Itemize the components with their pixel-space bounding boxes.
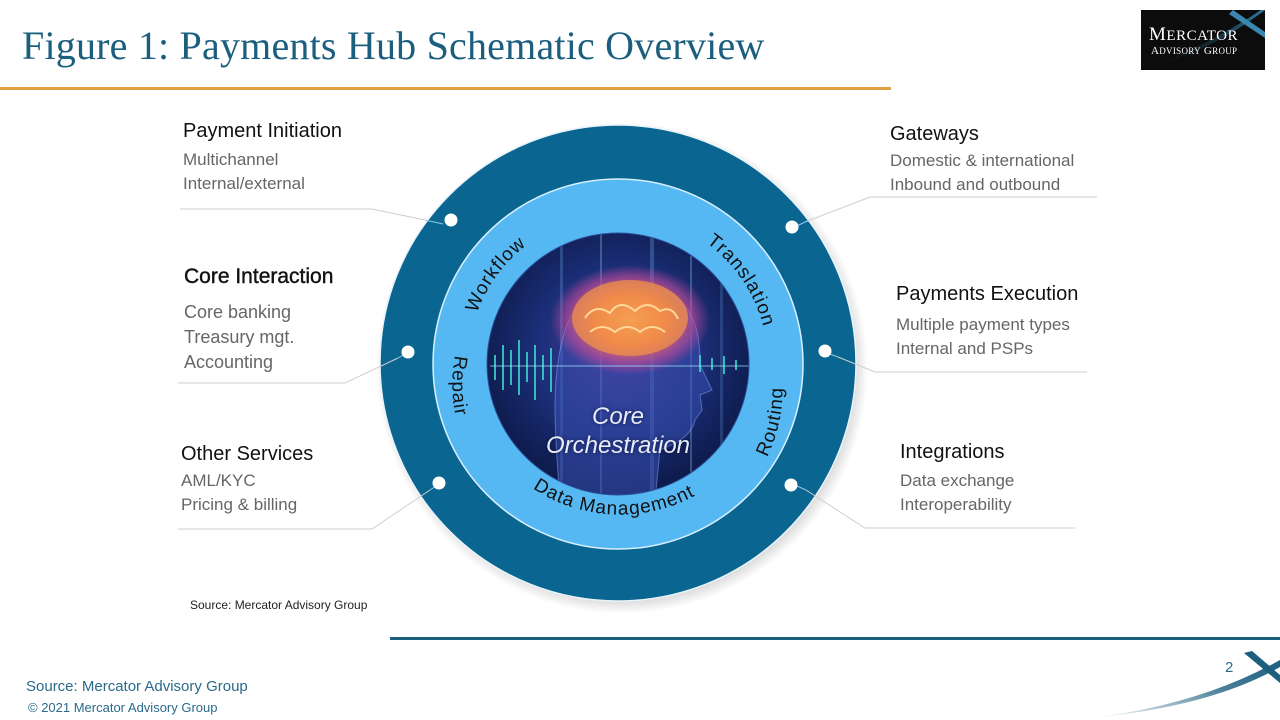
block-item: Internal/external (183, 174, 305, 193)
node-payment-initiation (444, 213, 458, 227)
block-heading: Payment Initiation (183, 120, 342, 142)
node-core-interaction (401, 345, 415, 359)
ring-label-translation: Translation (703, 230, 779, 329)
core-orchestration-label: Core Orchestration (520, 402, 716, 460)
ring-label-workflow: Workflow (462, 232, 530, 315)
connector-payment-initiation (180, 208, 426, 221)
block-other-services: Other Services AML/KYC Pricing & billing (181, 441, 313, 517)
block-item: Multichannel (183, 150, 279, 169)
block-core-interaction: Core Interaction Core banking Treasury m… (184, 264, 334, 375)
diagram-source: Source: Mercator Advisory Group (190, 598, 368, 612)
footer-copyright: © 2021 Mercator Advisory Group (28, 700, 218, 715)
footer-source: Source: Mercator Advisory Group (26, 678, 248, 695)
outer-ring (379, 124, 857, 602)
footer-swoosh-icon (1090, 651, 1280, 718)
block-item: Core banking (184, 302, 292, 322)
block-item: Multiple payment types (896, 315, 1070, 334)
ring-shadow (376, 122, 868, 614)
connector-gateways (804, 196, 1097, 223)
node-payments-execution (818, 344, 832, 358)
block-item: Accounting (184, 352, 274, 372)
block-integrations: Integrations Data exchange Interoperabil… (900, 439, 1014, 517)
page-number: 2 (1225, 659, 1234, 676)
ring-label-repair: Repair (447, 355, 471, 418)
core-label-line2: Orchestration (545, 432, 691, 459)
block-heading: Integrations (900, 441, 1005, 463)
block-item: Pricing & billing (181, 495, 298, 514)
ring-label-data-management: Data Management (530, 475, 698, 520)
block-item: Domestic & international (890, 151, 1075, 170)
logo-line2: ADVISORY GROUP (1151, 45, 1238, 57)
footer-rule (390, 637, 1280, 640)
block-item: Inbound and outbound (890, 175, 1061, 194)
block-heading: Payments Execution (896, 283, 1079, 305)
block-item: Data exchange (900, 471, 1015, 490)
node-integrations (784, 478, 798, 492)
block-heading: Other Services (181, 443, 314, 465)
logo-swoosh-icon (1141, 10, 1265, 70)
block-item: Treasury mgt. (184, 327, 295, 347)
block-payment-initiation: Payment Initiation Multichannel Internal… (183, 118, 342, 196)
block-item: AML/KYC (181, 471, 256, 490)
block-item: Interoperability (900, 495, 1012, 514)
page-title: Figure 1: Payments Hub Schematic Overvie… (22, 23, 765, 68)
mercator-logo: MERCATOR ADVISORY GROUP (1141, 10, 1265, 70)
block-gateways: Gateways Domestic & international Inboun… (890, 121, 1074, 197)
inner-ring (432, 178, 804, 550)
core-label-line1: Core (591, 403, 645, 430)
block-payments-execution: Payments Execution Multiple payment type… (896, 281, 1078, 361)
block-heading: Core Interaction (184, 265, 334, 288)
title-underline (0, 87, 891, 90)
block-item: Internal and PSPs (896, 339, 1034, 358)
logo-line1: MERCATOR (1149, 24, 1238, 45)
node-gateways (785, 220, 799, 234)
ring-label-routing: Routing (752, 387, 787, 460)
node-other-services (432, 476, 446, 490)
block-heading: Gateways (890, 123, 979, 145)
